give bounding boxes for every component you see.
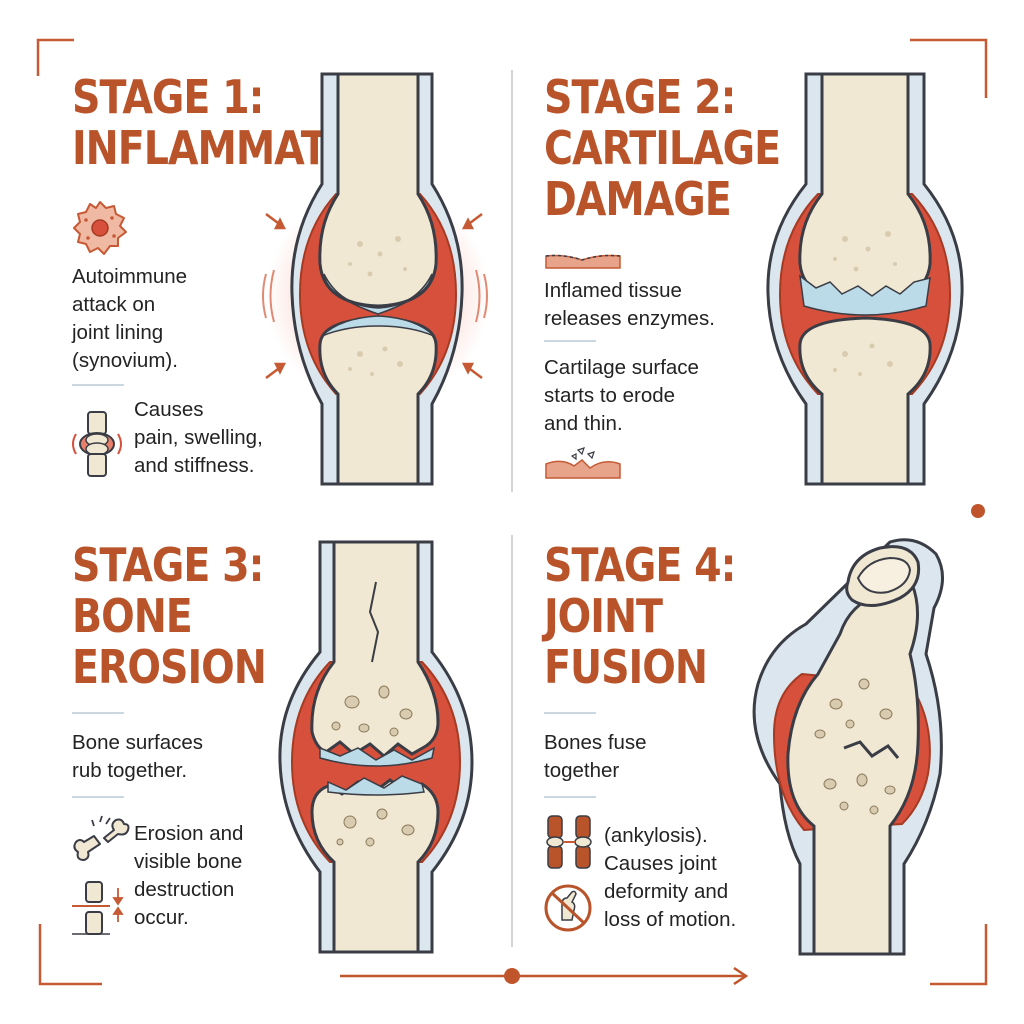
stage-3-text-line: rub together. — [72, 759, 188, 782]
stage-3-erosion-line: Erosion and — [134, 822, 244, 845]
stage-2-lower-bone — [798, 316, 932, 486]
stage-4-title-divider — [544, 712, 596, 714]
stage-4-text-line: together — [544, 759, 620, 782]
stage-3-erosion-text: Erosion and visible bone destruction occ… — [134, 820, 243, 932]
stage-3-title-divider — [72, 712, 124, 714]
cartilage-surface-icon — [545, 254, 621, 269]
corner-top-left — [36, 38, 74, 76]
stage-1-description: Autoimmune attack on joint lining (synov… — [72, 263, 187, 375]
stage-1-symptom-line: and stiffness. — [134, 454, 255, 477]
swollen-joint-icon — [72, 411, 122, 477]
stage-3-erosion-line: visible bone — [134, 850, 243, 873]
stage-4-title-line-3: FUSION — [544, 640, 708, 694]
stage-2-cartilage-line: and thin. — [544, 412, 623, 435]
fused-bones-icon — [546, 815, 592, 869]
eroding-cartilage-icon — [545, 447, 621, 479]
corner-bottom-left — [38, 924, 102, 986]
stage-4-divider — [544, 796, 596, 798]
stage-1-lower-cartilage — [321, 315, 435, 337]
stage-2-joint-illustration — [766, 72, 964, 486]
stage-3-erosion-line: occur. — [134, 906, 189, 929]
stage-2-title-line-3: DAMAGE — [544, 172, 732, 226]
stage-2-damaged-cartilage — [799, 274, 931, 316]
stage-1-text-line: joint lining — [72, 321, 164, 344]
stage-1-title-line-1: STAGE 1: — [72, 70, 264, 124]
stage-4-title: STAGE 4: JOINT FUSION — [544, 538, 736, 694]
stage-2-text-line: releases enzymes. — [544, 307, 715, 330]
stage-3-joint-illustration — [278, 540, 474, 954]
stage-1-symptoms: Causes pain, swelling, and stiffness. — [134, 396, 263, 480]
stage-1-text-line: Autoimmune — [72, 265, 188, 288]
stage-2-title-line-1: STAGE 2: — [544, 70, 736, 124]
stage-2-cartilage-line: starts to erode — [544, 384, 676, 407]
stage-3-text-line: Bone surfaces — [72, 731, 204, 754]
stage-2-divider — [544, 340, 596, 342]
stage-4-fusion-text: (ankylosis). Causes joint deformity and … — [604, 822, 736, 934]
inflamed-cell-icon — [73, 201, 127, 255]
stage-2-title-line-2: CARTILAGE — [544, 121, 781, 175]
stage-1-divider — [72, 384, 124, 386]
stage-3-erosion-line: destruction — [134, 878, 235, 901]
stage-4-fusion-line: Causes joint — [604, 852, 717, 875]
stage-2-cartilage-line: Cartilage surface — [544, 356, 699, 379]
stage-3-thin-cartilage — [319, 746, 436, 767]
stage-2-cartilage-text: Cartilage surface starts to erode and th… — [544, 354, 699, 438]
stage-3-description: Bone surfaces rub together. — [72, 729, 203, 785]
stage-4-joint-illustration — [752, 538, 944, 956]
stage-3-title-line-2: BONE — [72, 589, 193, 643]
stage-2-description: Inflamed tissue releases enzymes. — [544, 277, 715, 333]
stage-4-title-line-1: STAGE 4: — [544, 538, 736, 592]
stage-3-title: STAGE 3: BONE EROSION — [72, 538, 267, 694]
vertical-divider-top — [511, 70, 513, 492]
corner-bottom-right — [930, 924, 988, 986]
stage-1-upper-cartilage — [323, 273, 433, 315]
stage-4-text-line: Bones fuse — [544, 731, 647, 754]
stage-3-lower-bone — [310, 778, 440, 954]
stage-1-text-line: (synovium). — [72, 349, 178, 372]
stage-4-fusion-line: loss of motion. — [604, 908, 737, 931]
stage-1-lower-bone — [318, 316, 438, 486]
progress-arrow-bottom — [340, 966, 749, 986]
stage-4-fusion-line: (ankylosis). — [604, 824, 708, 847]
stage-1-text-line: attack on — [72, 293, 156, 316]
stage-4-fusion-line: deformity and — [604, 880, 729, 903]
stage-1-symptom-line: pain, swelling, — [134, 426, 263, 449]
corner-top-right — [910, 38, 988, 98]
narrowing-joint-icon — [72, 881, 124, 935]
vertical-divider-bottom — [511, 535, 513, 947]
stage-1-upper-bone — [318, 72, 438, 308]
broken-bone-icon — [73, 815, 130, 861]
stage-1-symptom-line: Causes — [134, 398, 204, 421]
stage-3-title-line-1: STAGE 3: — [72, 538, 264, 592]
stage-3-divider — [72, 796, 124, 798]
stage-4-description: Bones fuse together — [544, 729, 647, 785]
progress-arrow-middle — [40, 504, 985, 518]
stage-4-title-line-2: JOINT — [544, 589, 663, 643]
no-bending-icon — [544, 884, 592, 932]
stage-2-text-line: Inflamed tissue — [544, 279, 682, 302]
stage-3-title-line-3: EROSION — [72, 640, 267, 694]
stage-1-joint-illustration — [262, 72, 490, 486]
stage-2-title: STAGE 2: CARTILAGE DAMAGE — [544, 70, 781, 226]
